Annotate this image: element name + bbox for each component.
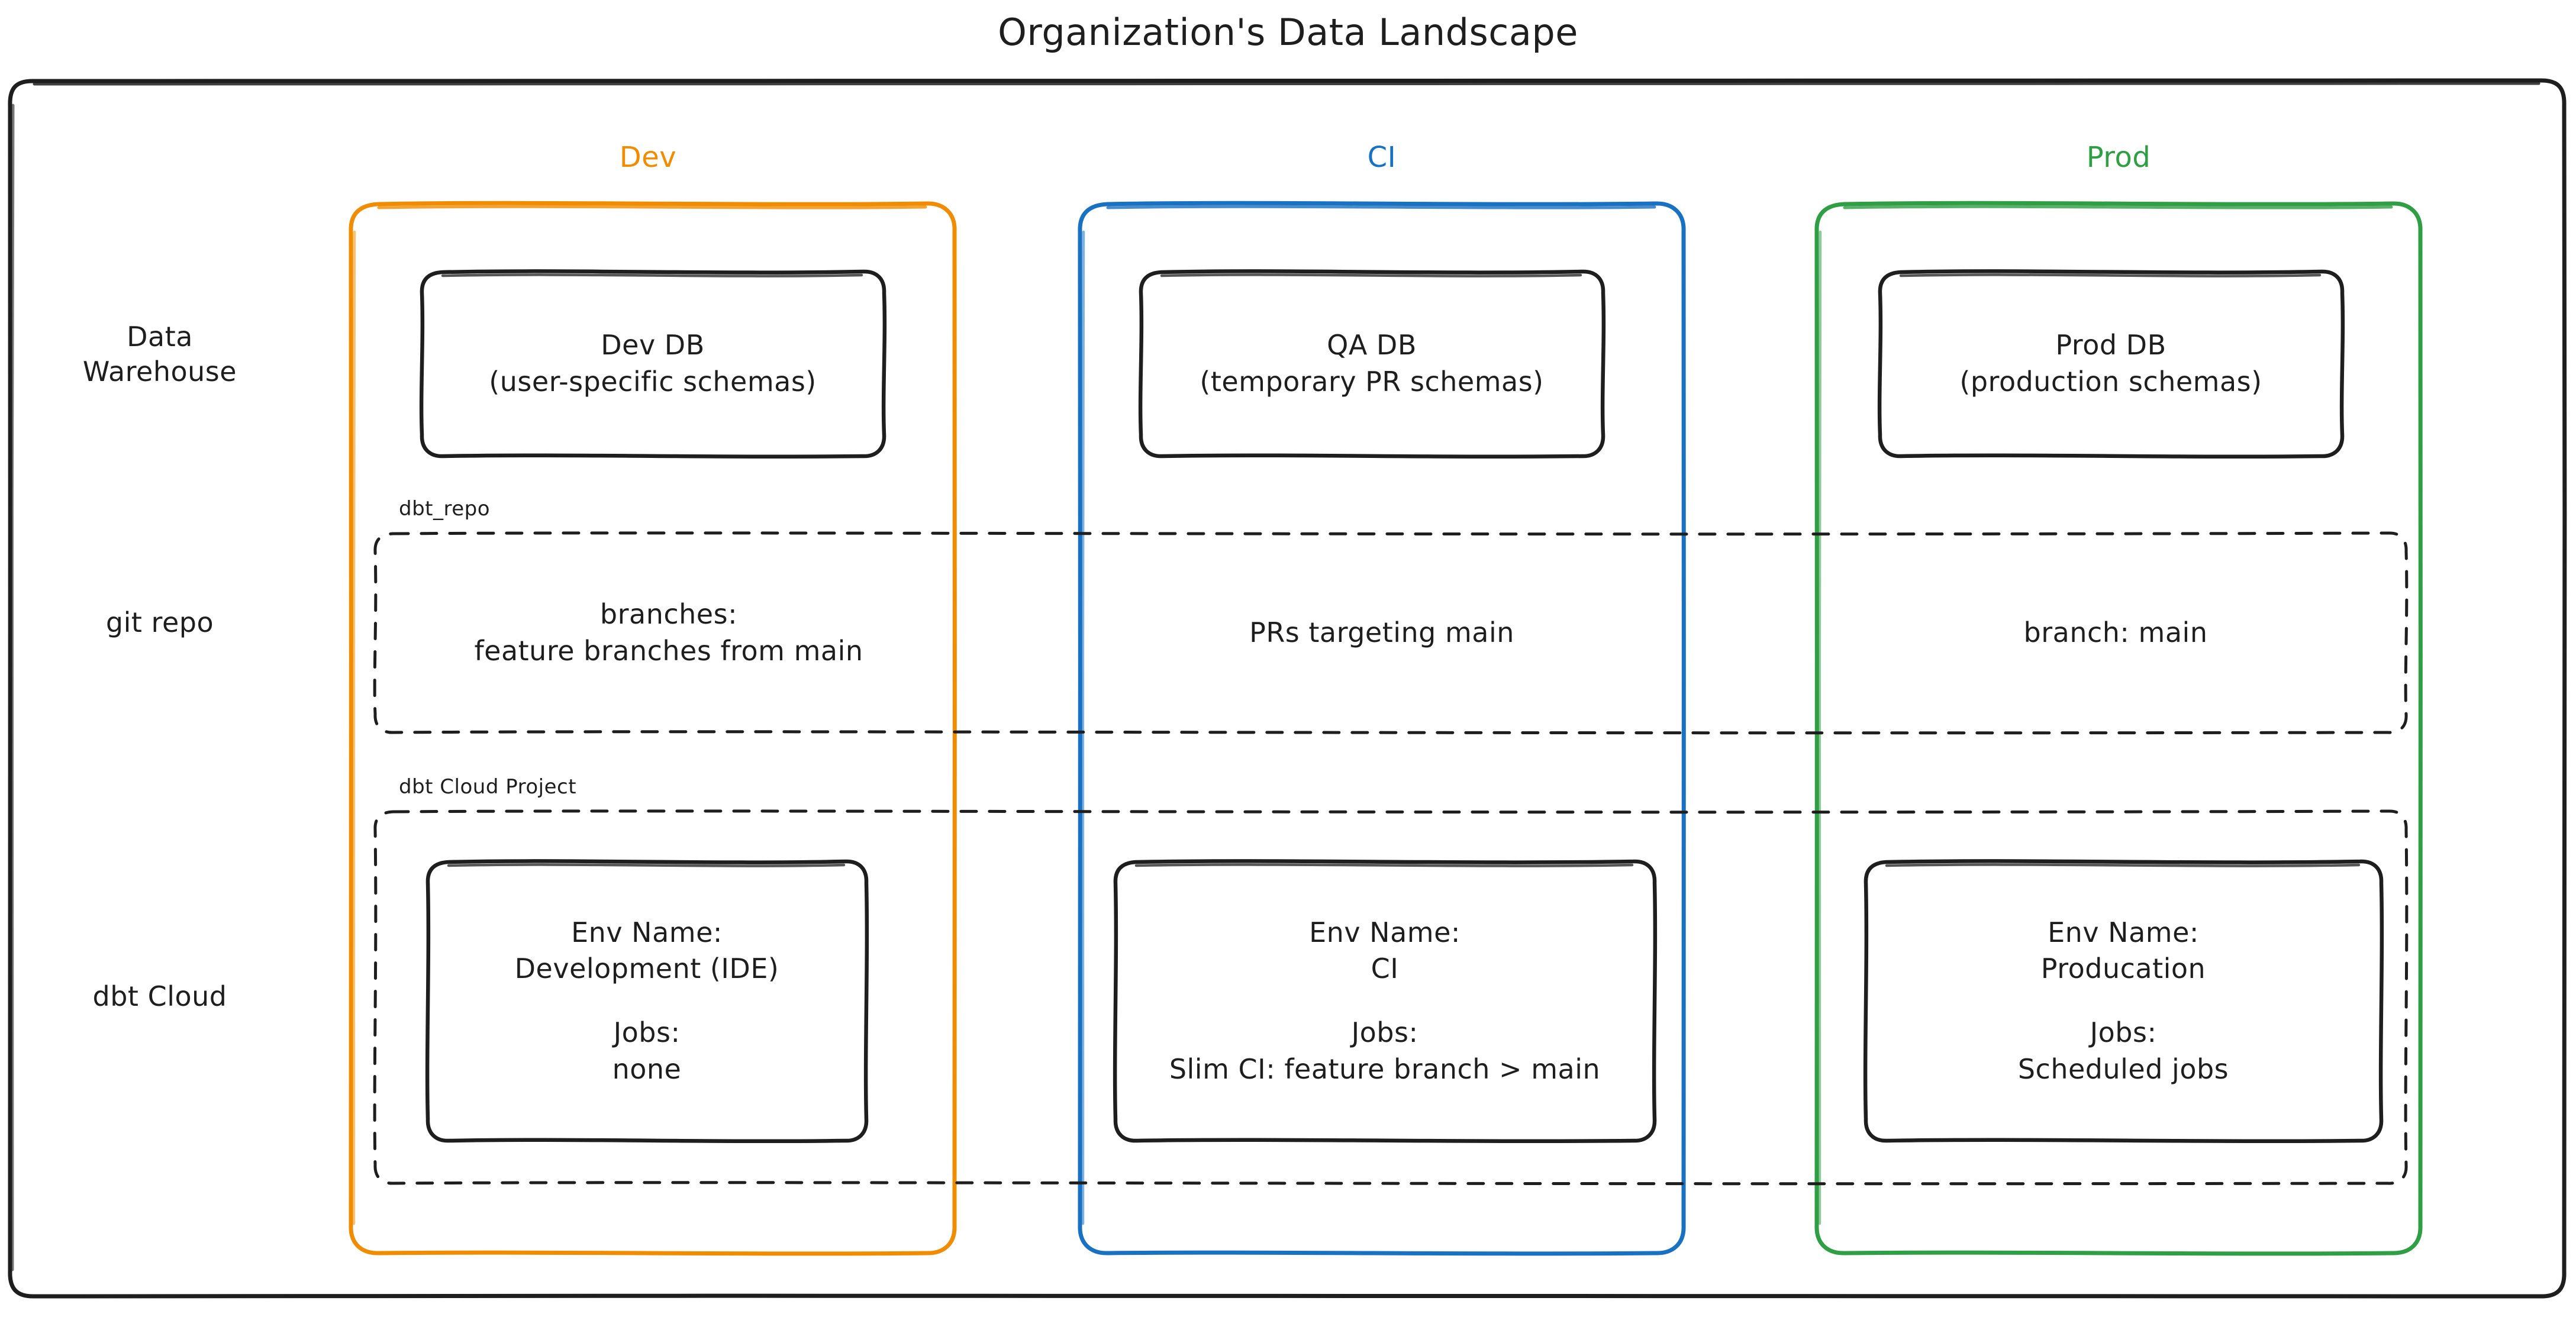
git-ci-line1: PRs targeting main xyxy=(1249,616,1514,649)
lane-dbt-cloud-project xyxy=(373,809,2409,1186)
column-header-prod: Prod xyxy=(2086,141,2151,174)
outer-frame xyxy=(7,78,2567,1299)
lane-dbt-repo xyxy=(373,531,2409,735)
node-box-env-prod-shape xyxy=(1863,859,2384,1144)
node-box-dev-db[interactable] xyxy=(419,269,887,459)
lane-dbt-repo-shape xyxy=(373,531,2409,735)
row-label-dbt-cloud: dbt Cloud xyxy=(92,980,227,1012)
column-container-dev-shape xyxy=(348,201,957,1256)
column-header-dev: Dev xyxy=(619,141,677,174)
git-cell-dev: branches: feature branches from main xyxy=(373,556,965,710)
node-box-prod-db[interactable] xyxy=(1877,269,2345,459)
lane-label-dbt-repo: dbt_repo xyxy=(393,497,496,521)
node-box-env-dev[interactable] xyxy=(425,859,869,1144)
lane-label-dbt-cloud-project: dbt Cloud Project xyxy=(393,775,583,799)
node-box-env-dev-shape xyxy=(425,859,869,1144)
row-label-git-repo: git repo xyxy=(105,606,214,638)
node-box-dev-db-shape xyxy=(419,269,887,459)
outer-frame-shape xyxy=(7,78,2567,1299)
node-box-qa-db-shape xyxy=(1138,269,1606,459)
node-box-env-ci[interactable] xyxy=(1113,859,1658,1144)
git-prod-line1: branch: main xyxy=(2023,616,2208,649)
lane-dbt-cloud-project-shape xyxy=(373,809,2409,1186)
node-box-env-ci-shape xyxy=(1113,859,1658,1144)
git-dev-line1: branches: xyxy=(599,598,738,631)
row-label-data-warehouse: Data Warehouse xyxy=(82,321,237,388)
git-cell-ci: PRs targeting main xyxy=(1086,556,1678,710)
column-header-ci: CI xyxy=(1367,141,1397,174)
git-cell-prod: branch: main xyxy=(1820,556,2411,710)
node-box-prod-db-shape xyxy=(1877,269,2345,459)
git-dev-line2: feature branches from main xyxy=(474,635,863,667)
page-title: Organization's Data Landscape xyxy=(998,11,1578,54)
column-container-dev xyxy=(348,201,957,1256)
node-box-qa-db[interactable] xyxy=(1138,269,1606,459)
node-box-env-prod[interactable] xyxy=(1863,859,2384,1144)
